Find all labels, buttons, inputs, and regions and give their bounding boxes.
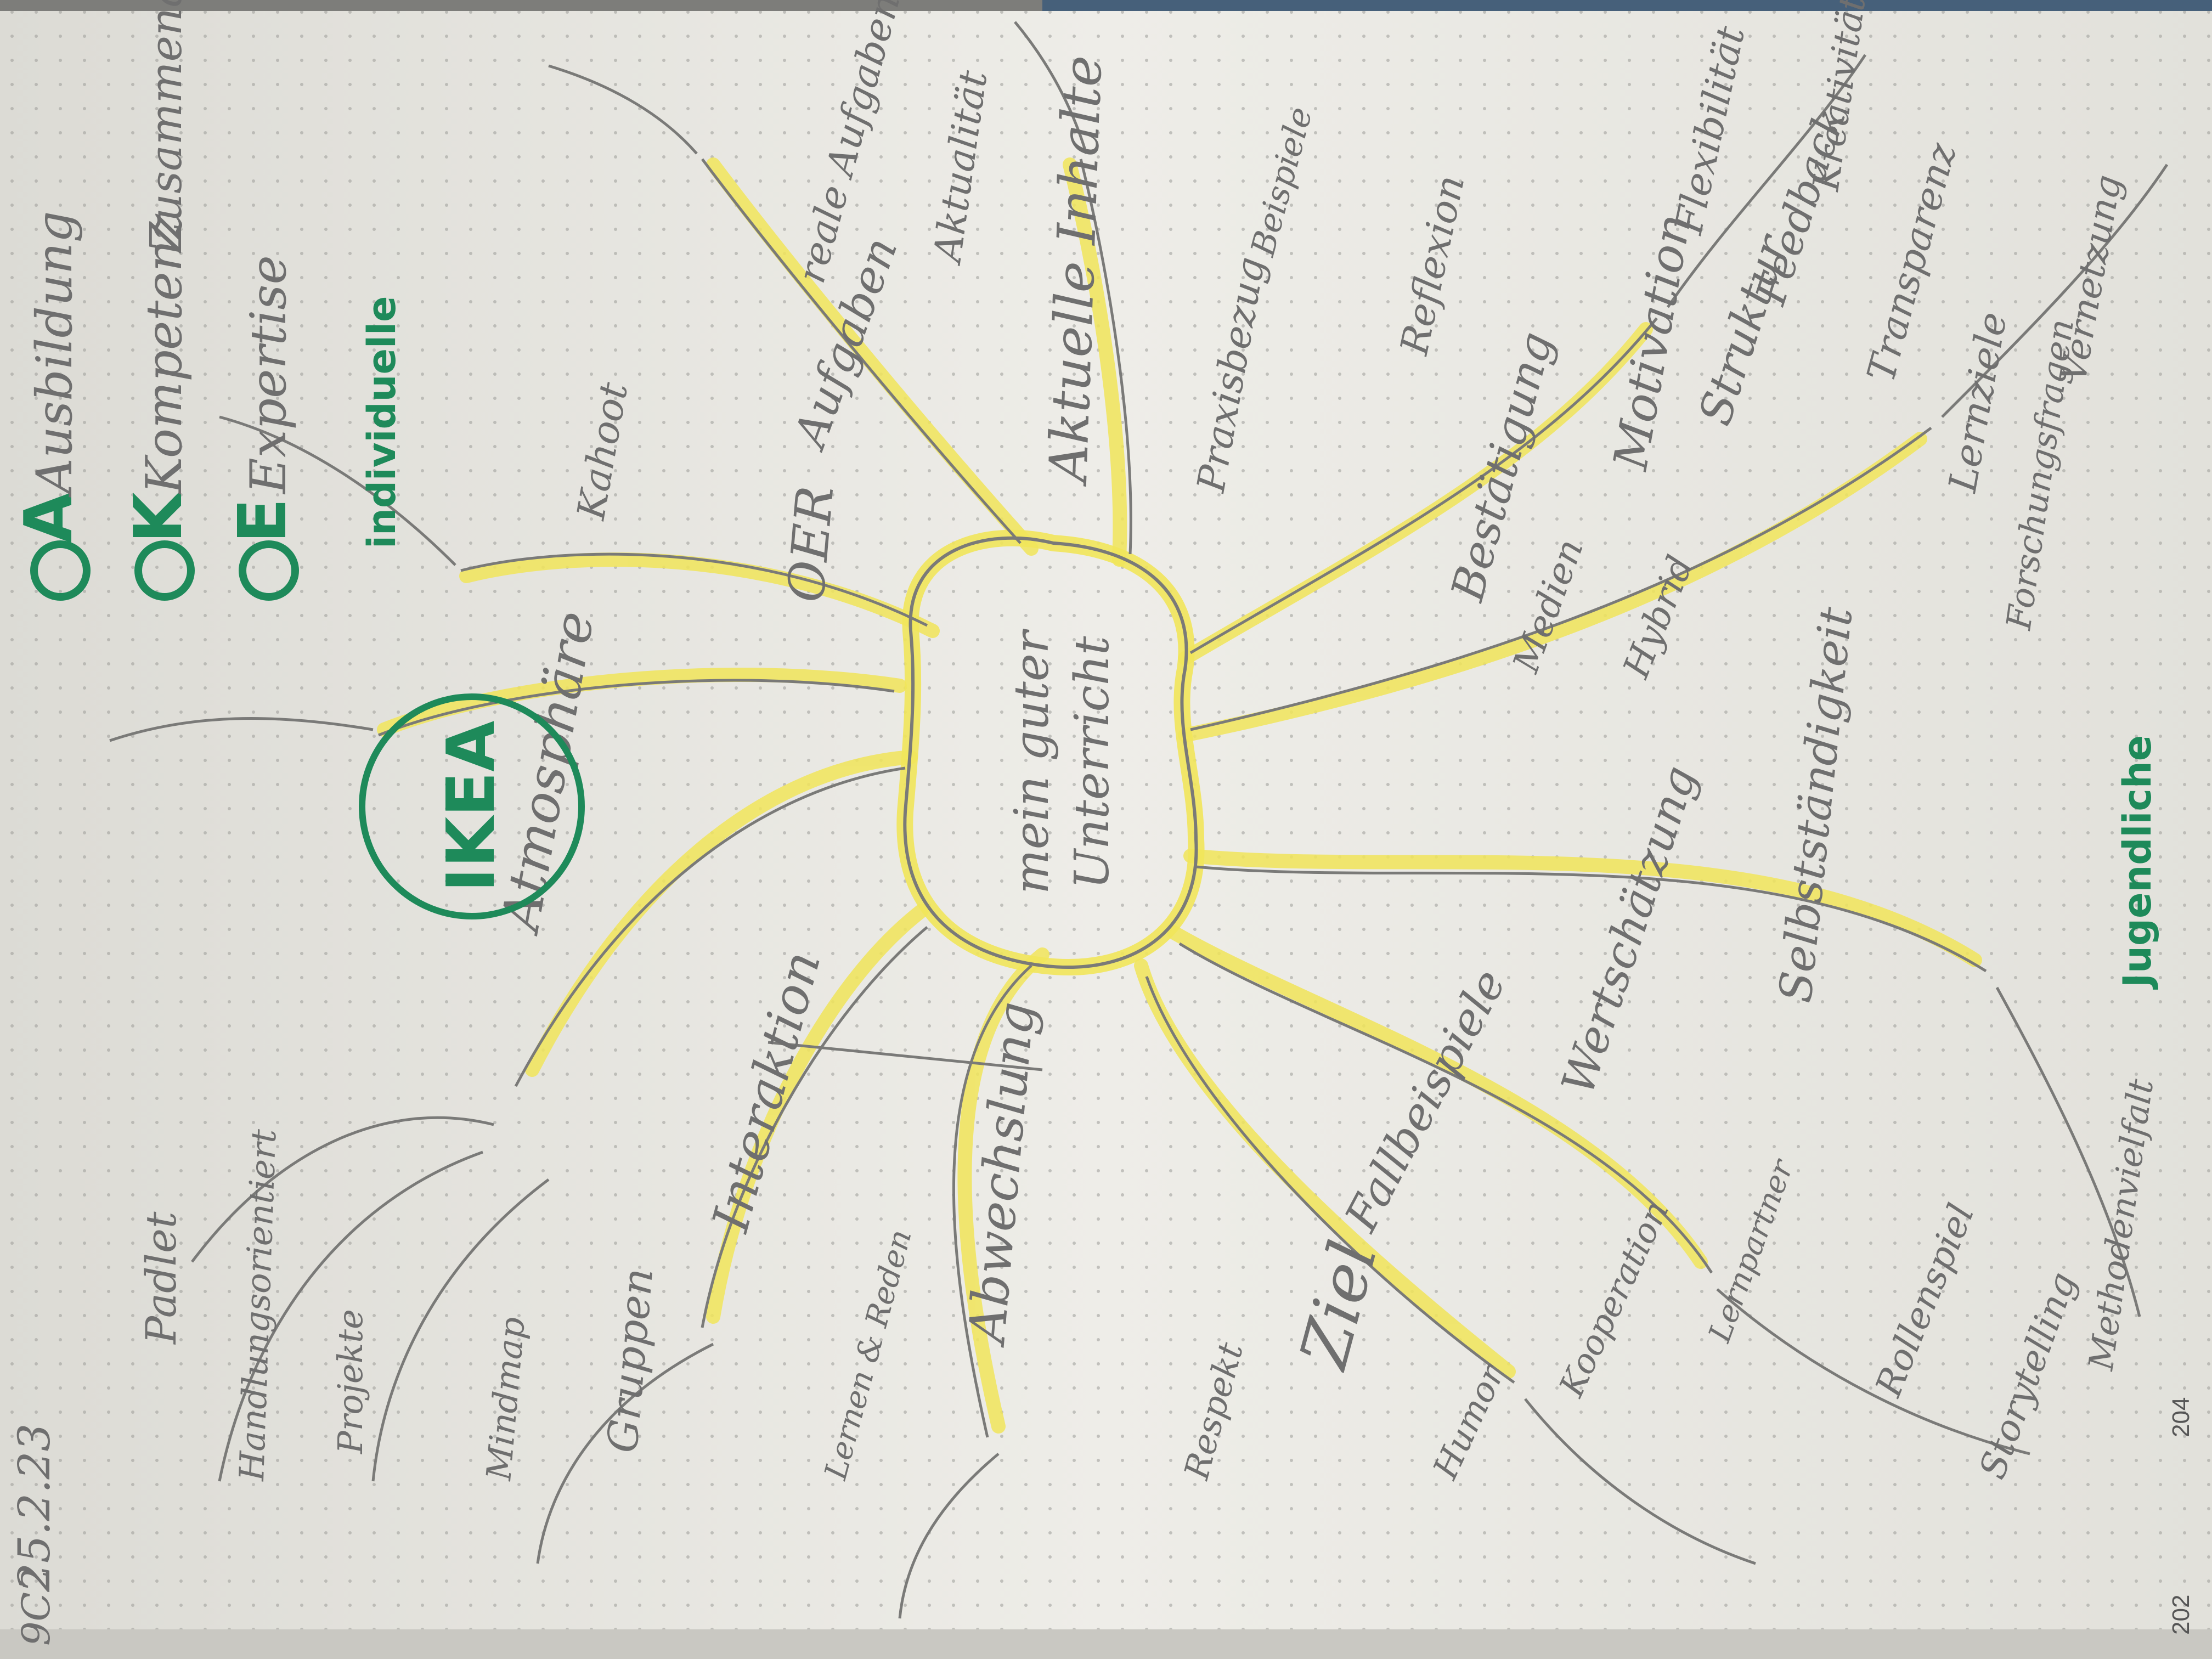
acronym-letter: K — [121, 490, 197, 543]
sub-note: OER — [776, 484, 845, 605]
checkbox-icon — [30, 540, 91, 601]
corner-note: 9C2 — [14, 1567, 59, 1646]
center-outline — [903, 536, 1198, 969]
acronym-word: Ausbildung — [26, 211, 83, 498]
checkbox-icon — [239, 540, 299, 601]
branch-label: Aktuelle Inhalte — [1037, 54, 1114, 488]
pencil-branches — [109, 21, 2169, 1619]
ikea-logo: IKEA — [359, 693, 585, 919]
sub-note: Projekte — [330, 1309, 370, 1454]
acronym-word: Kompetenz — [136, 213, 193, 495]
ikea-logo-text: IKEA — [433, 721, 510, 893]
green-note: individuelle — [359, 296, 404, 549]
date-label: 25.2.23 — [9, 1424, 60, 1592]
sub-note: Padlet — [137, 1211, 185, 1345]
kea-acronym: A K E Ausbildung Kompetenz Expertise Zus… — [11, 0, 301, 601]
page-stack — [0, 1624, 2212, 1659]
green-note: Jugendliche — [2115, 735, 2160, 990]
page-number: 202 — [2168, 1595, 2194, 1635]
checkbox-icon — [134, 540, 195, 601]
center-line2: Unterricht — [1065, 636, 1120, 889]
acronym-extra: Zusammenarbeit — [140, 0, 191, 254]
acronym-word: Expertise — [240, 255, 297, 495]
center-line1: mein guter — [1005, 628, 1059, 894]
acronym-letter: A — [11, 492, 87, 543]
center-node: mein guter Unterricht — [1005, 628, 1120, 894]
acronym-letter: E — [225, 498, 301, 543]
page-number: 204 — [2168, 1397, 2194, 1437]
